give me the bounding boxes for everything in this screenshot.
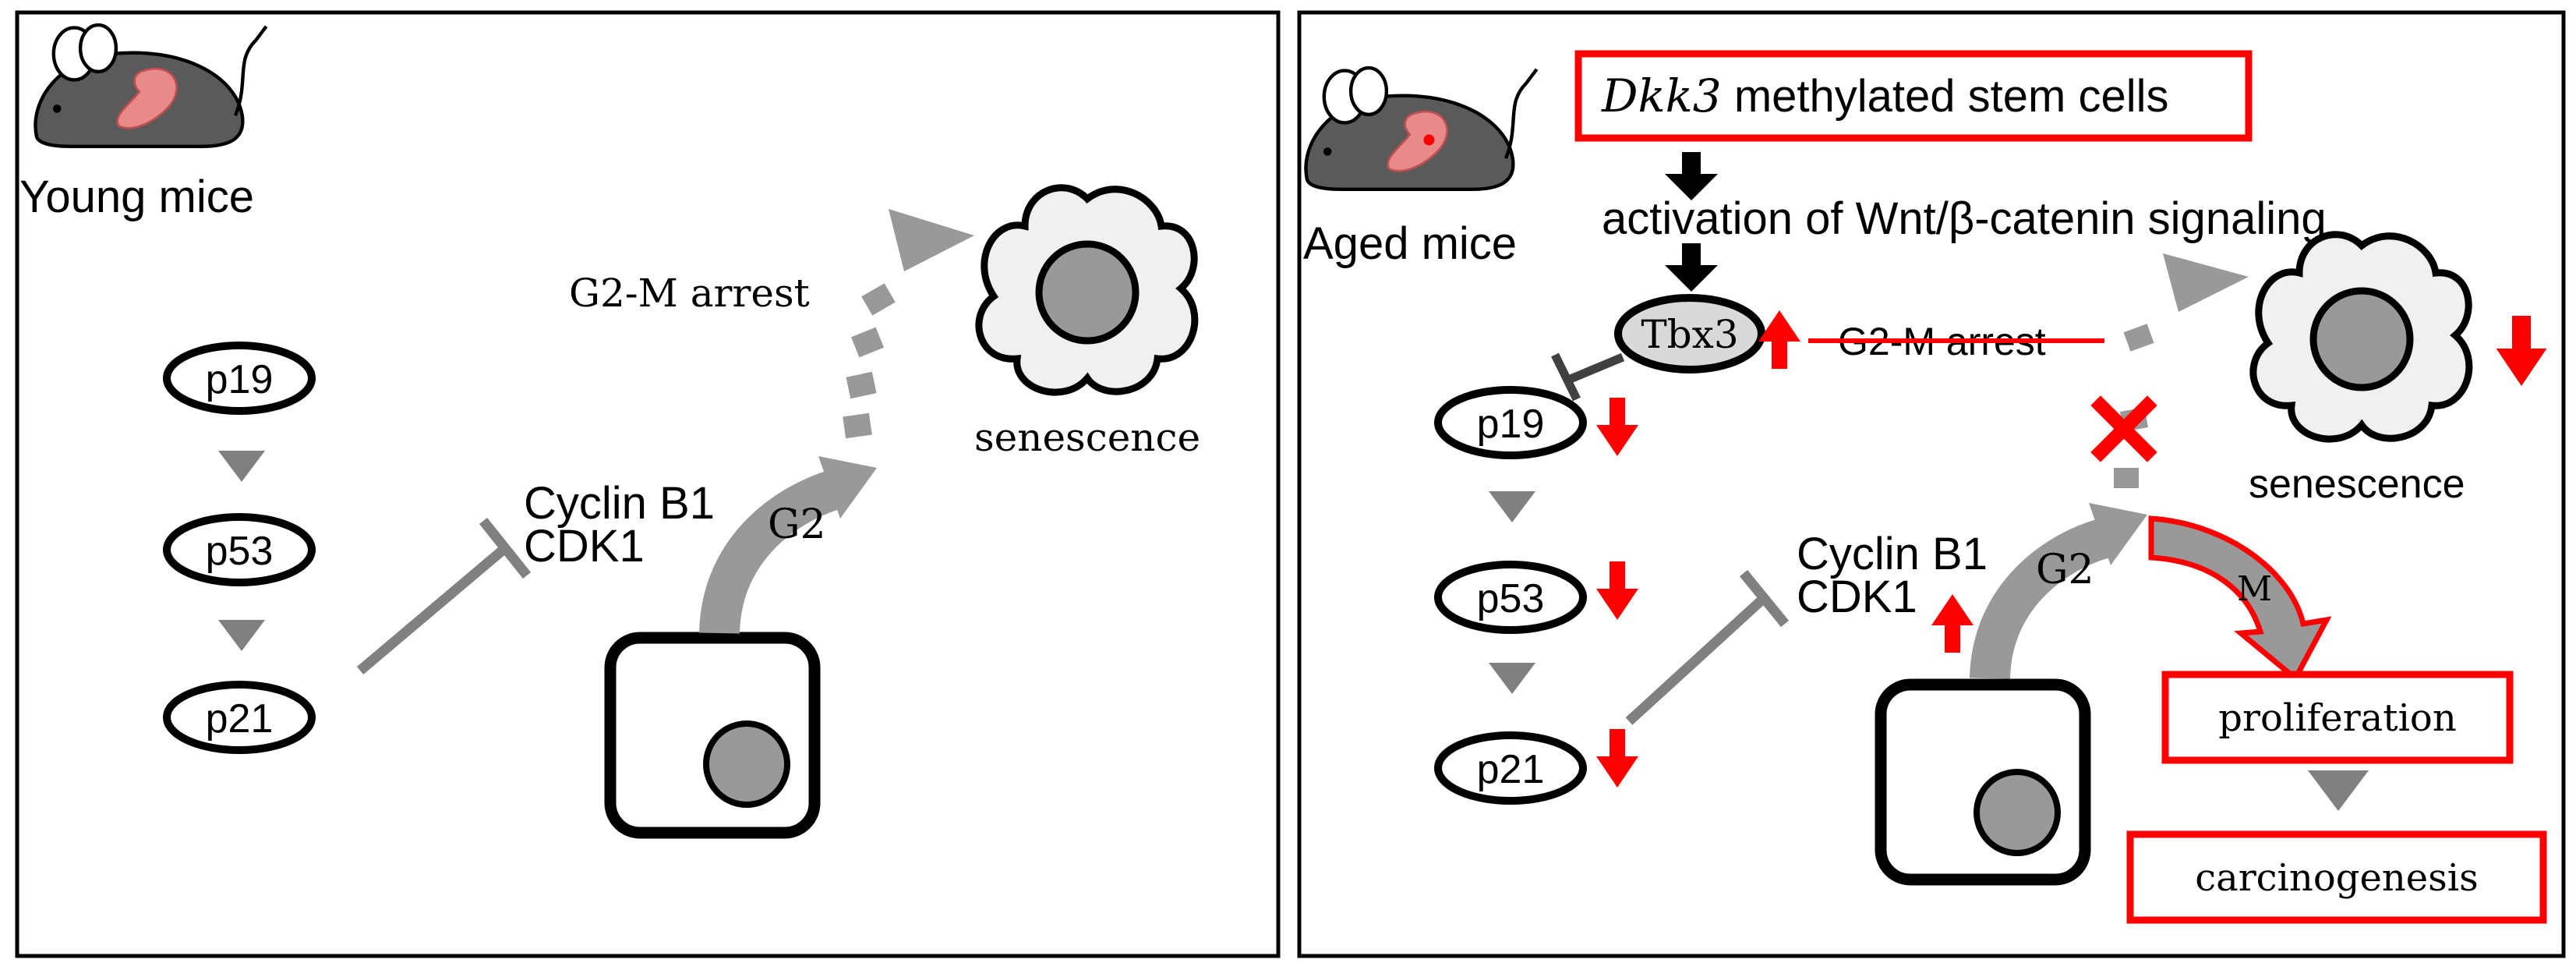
down-arrow-icon xyxy=(218,451,265,482)
dashed-arrow xyxy=(2114,253,2249,488)
m-label: M xyxy=(2237,569,2272,609)
carcinogenesis-box xyxy=(2126,830,2547,924)
senescent-cell-icon xyxy=(979,188,1195,392)
g2-arrow xyxy=(1970,503,2147,680)
senescence-label: senescence xyxy=(2249,462,2465,507)
carcinogenesis-label: carcinogenesis xyxy=(2195,856,2479,900)
m-arrow xyxy=(2148,515,2332,683)
dkk3-box xyxy=(1574,50,2253,142)
g2-arrow xyxy=(699,456,877,635)
down-arrow-icon xyxy=(1489,663,1535,694)
stem-cell-icon xyxy=(604,632,821,839)
p19-protein: p19 xyxy=(1434,386,1587,459)
p21-protein: p21 xyxy=(163,681,316,754)
p21-label: p21 xyxy=(206,696,274,742)
p19-label: p19 xyxy=(1477,402,1545,447)
up-arrow-icon xyxy=(1931,594,1974,653)
left-panel-frame xyxy=(15,10,1281,958)
right-panel-frame xyxy=(1297,10,2566,958)
down-arrow-icon xyxy=(1596,729,1638,788)
inhibition-arrow xyxy=(356,517,532,674)
aged-mouse-icon xyxy=(1306,68,1536,189)
p53-label: p53 xyxy=(206,529,274,574)
g2m-arrest-label: G2-M arrest xyxy=(569,271,810,316)
block-x-icon xyxy=(2090,395,2157,462)
p53-protein: p53 xyxy=(1434,561,1587,634)
young-mouse-icon xyxy=(35,25,266,147)
dashed-arrow xyxy=(843,209,974,439)
tbx3-protein: Tbx3 xyxy=(1614,294,1765,373)
p19-protein: p19 xyxy=(163,342,316,415)
inhibition-arrow xyxy=(1551,352,1625,402)
young-mice-label: Young mice xyxy=(19,172,254,222)
dkk3-gene: Dkk3 xyxy=(1601,69,1722,122)
down-arrow-icon xyxy=(2308,770,2369,811)
up-arrow-icon xyxy=(1758,310,1800,369)
cyclin-b1-label: Cyclin B1 xyxy=(1797,529,1988,579)
inhibition-arrow xyxy=(1625,569,1790,725)
down-arrow-icon xyxy=(1596,561,1638,620)
p53-label: p53 xyxy=(1477,576,1545,621)
dkk3-label: Dkk3 methylated stem cells xyxy=(1601,69,2168,122)
cdk1-label: CDK1 xyxy=(1797,572,1917,622)
proliferation-label: proliferation xyxy=(2218,696,2456,740)
aged-mice-label: Aged mice xyxy=(1303,218,1517,269)
p21-protein: p21 xyxy=(1434,731,1587,805)
senescence-label: senescence xyxy=(974,415,1200,460)
dkk3-suffix: methylated stem cells xyxy=(1722,71,2169,122)
down-arrow-icon xyxy=(1489,491,1535,522)
stem-cell-icon xyxy=(1875,678,2091,886)
cdk1-label: CDK1 xyxy=(524,521,645,572)
wnt-signaling-label: activation of Wnt/β-catenin signaling xyxy=(1602,193,2327,244)
g2-label: G2 xyxy=(2036,547,2094,593)
down-arrow-icon xyxy=(218,620,265,651)
senescent-cell-icon xyxy=(2253,235,2469,439)
tbx3-label: Tbx3 xyxy=(1641,312,1738,357)
p53-protein: p53 xyxy=(163,513,316,586)
proliferation-box xyxy=(2161,671,2514,764)
down-arrow-icon xyxy=(1596,398,1638,456)
p19-label: p19 xyxy=(206,357,274,402)
cyclin-b1-label: Cyclin B1 xyxy=(524,478,715,529)
down-arrow-icon xyxy=(1665,243,1718,292)
down-arrow-icon xyxy=(2496,316,2547,386)
g2-label: G2 xyxy=(768,501,826,548)
p21-label: p21 xyxy=(1477,747,1545,792)
